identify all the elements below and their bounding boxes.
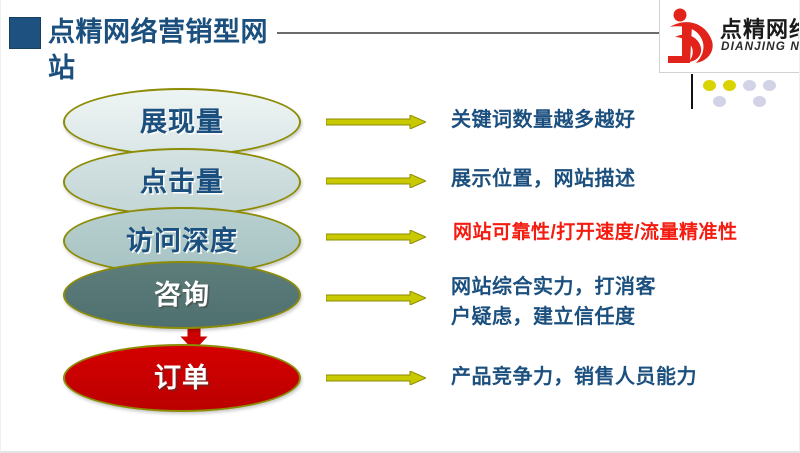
page-title: 点精网络营销型网站 [48,17,268,83]
funnel-stage-label: 咨询 [154,279,210,310]
title-accent-square [9,17,41,49]
stage-description-3: 网站可靠性/打开速度/流量精准性 [453,222,738,243]
stage-description-2: 展示位置，网站描述 [451,168,636,190]
logo-name-en: DIANJING NETWORK [721,41,800,53]
funnel-stage-5[interactable]: 订单 [63,344,301,412]
arrow-right-icon [326,230,426,244]
funnel-stage-label: 展现量 [140,106,224,137]
stage-description-5: 产品竞争力，销售人员能力 [451,366,697,388]
logo-vertical-divider [691,74,693,109]
decorative-dot [713,96,726,107]
stage-description-4: 网站综合实力，打消客 户疑虑，建立信任度 [451,276,656,328]
dianjing-logo-icon [668,8,713,63]
logo-name-cn: 点精网络 [720,17,799,42]
title-divider-line [277,32,667,34]
arrow-right-icon [326,115,426,129]
funnel-stage-label: 访问深度 [126,225,238,256]
arrow-right-icon [326,291,426,305]
decorative-dot [763,80,776,91]
decorative-dot [753,96,766,107]
funnel-stage-label: 点击量 [140,166,224,197]
funnel-stage-2[interactable]: 点击量 [63,148,301,216]
arrow-right-icon [326,371,426,385]
arrow-right-icon [326,174,426,188]
funnel-stage-label: 订单 [154,362,210,393]
stage-description-1: 关键词数量越多越好 [451,109,636,131]
funnel-stage-4[interactable]: 咨询 [63,261,301,329]
funnel-stage-1[interactable]: 展现量 [63,88,301,156]
decorative-dot [703,80,716,91]
decorative-dot [723,80,736,91]
brand-logo: 点精网络 DIANJING NETWORK [659,0,800,73]
decorative-dot [743,80,756,91]
